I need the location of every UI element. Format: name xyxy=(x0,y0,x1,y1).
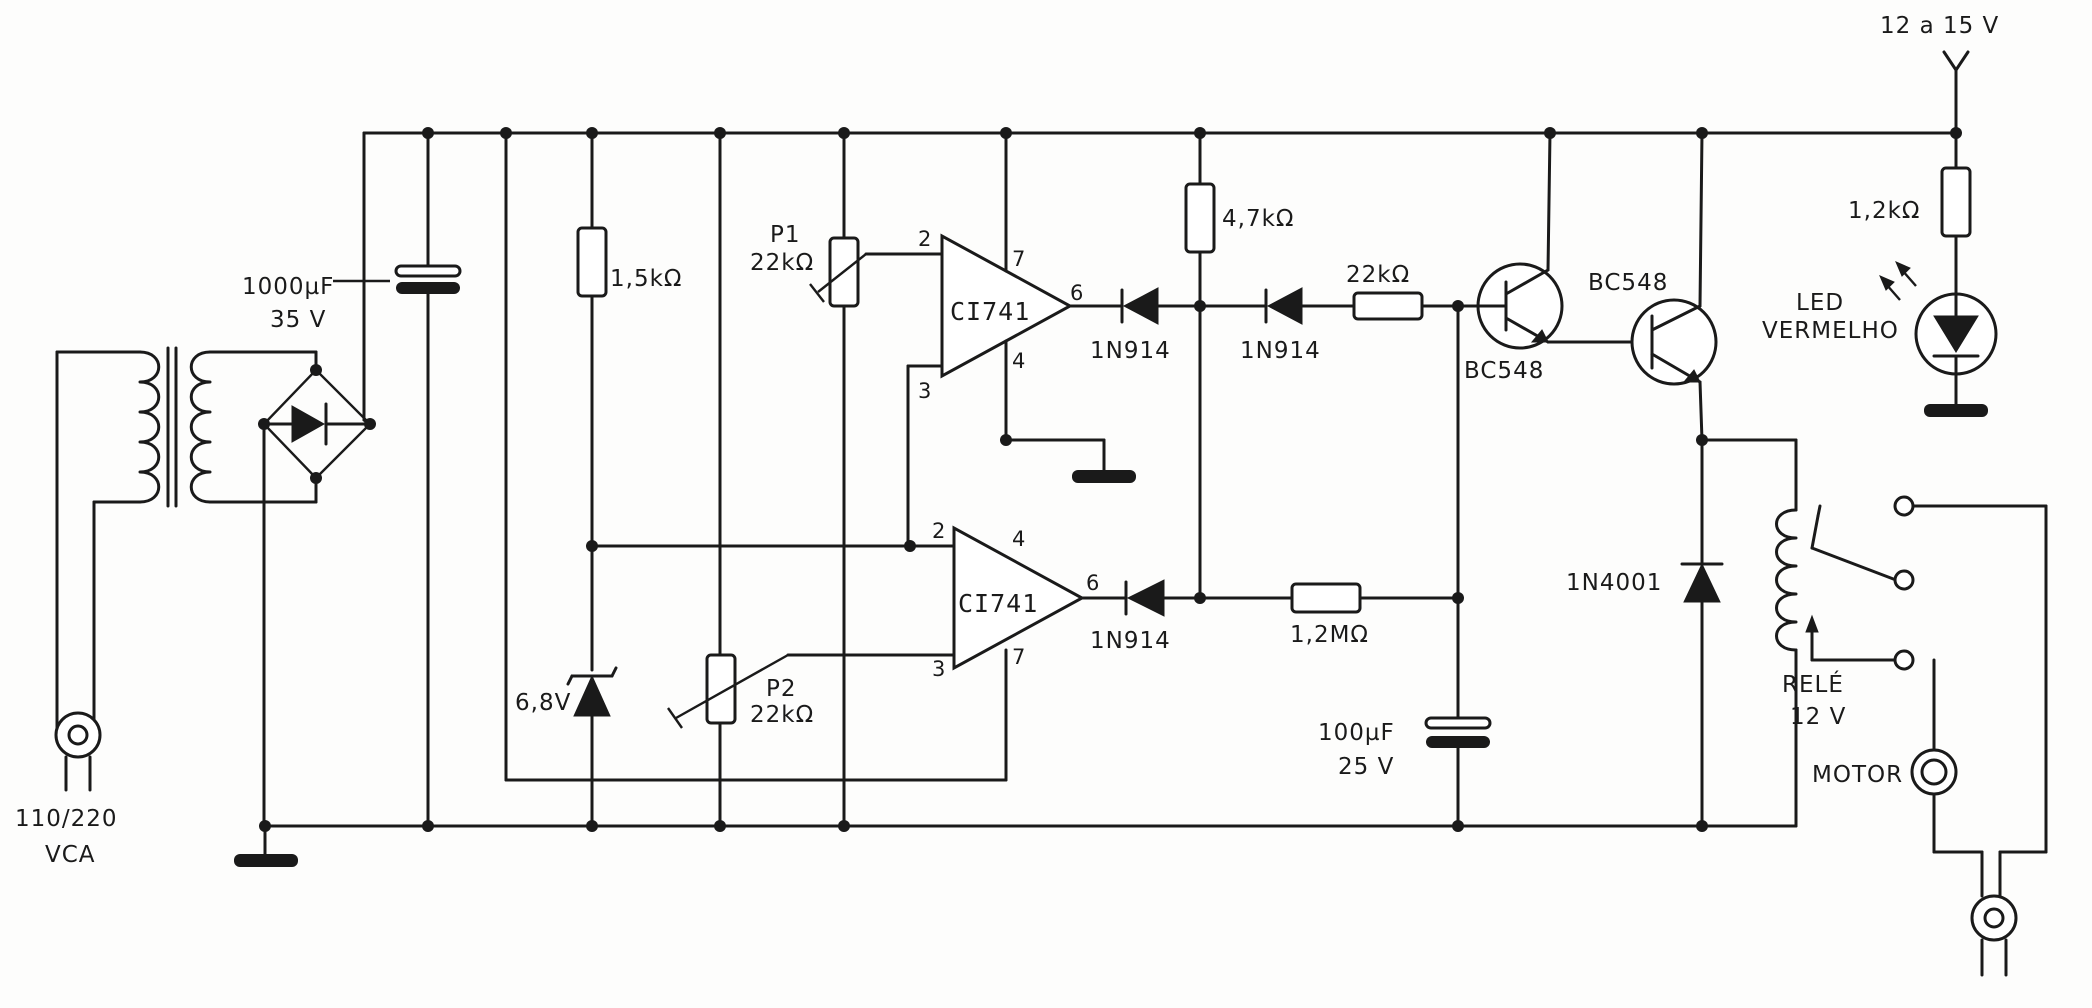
red-led: LED VERMELHO xyxy=(1762,261,1998,417)
ic2-pin-vcc: 7 xyxy=(1012,645,1025,669)
timing-capacitor-voltage: 25 V xyxy=(1338,754,1394,780)
potentiometer-p2: P2 22kΩ xyxy=(667,131,944,828)
led-label-line2: VERMELHO xyxy=(1762,318,1899,344)
op-amp-2: CI741 2 3 7 4 6 xyxy=(908,131,1120,681)
q1-label: BC548 xyxy=(1464,358,1544,384)
ic1-pin-inv: 2 xyxy=(918,227,931,251)
relay-voltage: 12 V xyxy=(1790,704,1846,730)
timing-capacitor: 100µF 25 V xyxy=(1318,304,1492,828)
relay: RELÉ 12 V xyxy=(1700,438,2048,854)
d2-value: 1N914 xyxy=(1240,338,1321,364)
pullup-resistor: 4,7kΩ xyxy=(1184,131,1294,600)
mains-plug: 110/220 VCA xyxy=(15,711,118,868)
ic2-pin-noninv: 3 xyxy=(932,657,945,681)
ic1-label: CI741 xyxy=(950,297,1030,326)
input-capacitor-voltage: 35 V xyxy=(270,307,326,333)
diode-d3: 1N914 xyxy=(1090,579,1204,654)
diode-d1: 1N914 xyxy=(1090,287,1260,364)
pullup-value: 4,7kΩ xyxy=(1222,206,1294,232)
mains-voltage-label: 110/220 xyxy=(15,806,118,832)
supply-terminal: 12 a 15 V xyxy=(1880,13,1999,135)
ic1-pin-noninv: 3 xyxy=(918,379,931,403)
q2-label: BC548 xyxy=(1588,270,1668,296)
power-rail xyxy=(362,131,1958,422)
ground-symbol-op-amp xyxy=(1004,438,1136,483)
motor-label: MOTOR xyxy=(1812,762,1903,788)
p1-value: 22kΩ xyxy=(750,250,814,276)
led-resistor-value: 1,2kΩ xyxy=(1848,198,1920,224)
input-capacitor-value: 1000µF xyxy=(242,274,334,300)
base-resistor: 22kΩ xyxy=(1346,262,1460,321)
zener-diode: 6,8V xyxy=(515,666,618,828)
mains-unit-label: VCA xyxy=(45,842,96,868)
ic1-pin-out: 6 xyxy=(1070,281,1083,305)
zener-resistor-value: 1,5kΩ xyxy=(610,266,682,292)
ic2-pin-gnd: 4 xyxy=(1012,527,1025,551)
transformer xyxy=(55,346,318,737)
ground-symbol-main xyxy=(234,824,298,867)
base-resistor-value: 22kΩ xyxy=(1346,262,1410,288)
flyback-diode: 1N4001 xyxy=(1566,438,1724,828)
potentiometer-p1: P1 22kΩ xyxy=(750,131,942,828)
junction-dots xyxy=(259,127,1962,832)
zener-resistor: 1,5kΩ xyxy=(576,131,682,672)
bridge-rectifier xyxy=(258,364,376,828)
led-resistor: 1,2kΩ xyxy=(1848,131,1972,296)
output-plug xyxy=(1932,850,2048,977)
motor: MOTOR xyxy=(1812,658,1958,854)
supply-voltage-label: 12 a 15 V xyxy=(1880,13,1999,39)
p1-name: P1 xyxy=(770,222,801,248)
led-label-line1: LED xyxy=(1796,290,1844,316)
input-capacitor: 1000µF 35 V xyxy=(242,131,462,828)
diode-d2: 1N914 xyxy=(1240,287,1356,364)
flyback-diode-value: 1N4001 xyxy=(1566,570,1662,596)
timing-capacitor-value: 100µF xyxy=(1318,720,1395,746)
ic2-pin-inv: 2 xyxy=(932,519,945,543)
feedback-resistor-value: 1,2MΩ xyxy=(1290,622,1369,648)
p2-value: 22kΩ xyxy=(750,702,814,728)
feedback-resistor: 1,2MΩ xyxy=(1200,582,1460,648)
zener-value: 6,8V xyxy=(515,690,571,716)
op-amp-1: CI741 2 3 7 4 6 xyxy=(906,131,1120,548)
ic1-pin-gnd: 4 xyxy=(1012,349,1025,373)
op-amp-supply-bus xyxy=(504,131,1008,782)
p2-name: P2 xyxy=(766,676,797,702)
ic2-label: CI741 xyxy=(958,589,1038,618)
relay-name: RELÉ xyxy=(1782,670,1844,698)
ic2-pin-out: 6 xyxy=(1086,571,1099,595)
d1-value: 1N914 xyxy=(1090,338,1171,364)
d3-value: 1N914 xyxy=(1090,628,1171,654)
ic1-pin-vcc: 7 xyxy=(1012,247,1025,271)
transistor-q2: BC548 xyxy=(1588,131,1718,442)
transistor-q1: BC548 xyxy=(1456,131,1654,384)
